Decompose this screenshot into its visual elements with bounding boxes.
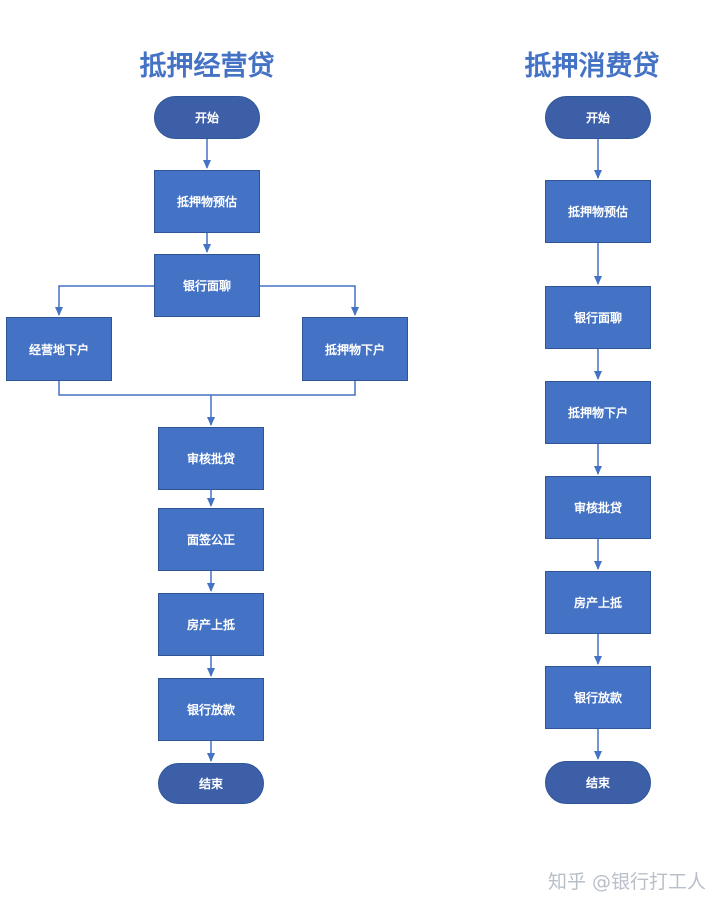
left-business-visit-node: 经营地下户 bbox=[6, 317, 112, 381]
right-mortgage-node: 房产上抵 bbox=[545, 571, 651, 634]
left-mortgage-node: 房产上抵 bbox=[158, 593, 264, 656]
line-collateral-merge bbox=[211, 381, 356, 396]
arrow-interview-collateral bbox=[259, 285, 359, 316]
right-disburse-node: 银行放款 bbox=[545, 666, 651, 729]
right-approval-node: 审核批贷 bbox=[545, 476, 651, 539]
left-end-node: 结束 bbox=[158, 763, 264, 804]
left-estimate-node: 抵押物预估 bbox=[154, 170, 260, 233]
right-flow-title: 抵押消费贷 bbox=[524, 51, 660, 82]
right-collateral-visit-node: 抵押物下户 bbox=[545, 381, 651, 444]
left-interview-node: 银行面聊 bbox=[154, 254, 260, 317]
watermark: 知乎 @银行打工人 bbox=[547, 871, 706, 893]
left-disburse-node: 银行放款 bbox=[158, 678, 264, 741]
left-notary-node: 面签公正 bbox=[158, 508, 264, 571]
right-estimate-node: 抵押物预估 bbox=[545, 180, 651, 243]
left-collateral-visit-node: 抵押物下户 bbox=[302, 317, 408, 381]
left-approval-node: 审核批贷 bbox=[158, 427, 264, 490]
arrow-interview-business bbox=[55, 285, 155, 316]
left-start-node: 开始 bbox=[154, 96, 260, 139]
right-interview-node: 银行面聊 bbox=[545, 286, 651, 349]
left-flow-title: 抵押经营贷 bbox=[139, 51, 275, 82]
line-business-merge bbox=[58, 381, 211, 396]
right-end-node: 结束 bbox=[545, 761, 651, 804]
right-start-node: 开始 bbox=[545, 96, 651, 139]
